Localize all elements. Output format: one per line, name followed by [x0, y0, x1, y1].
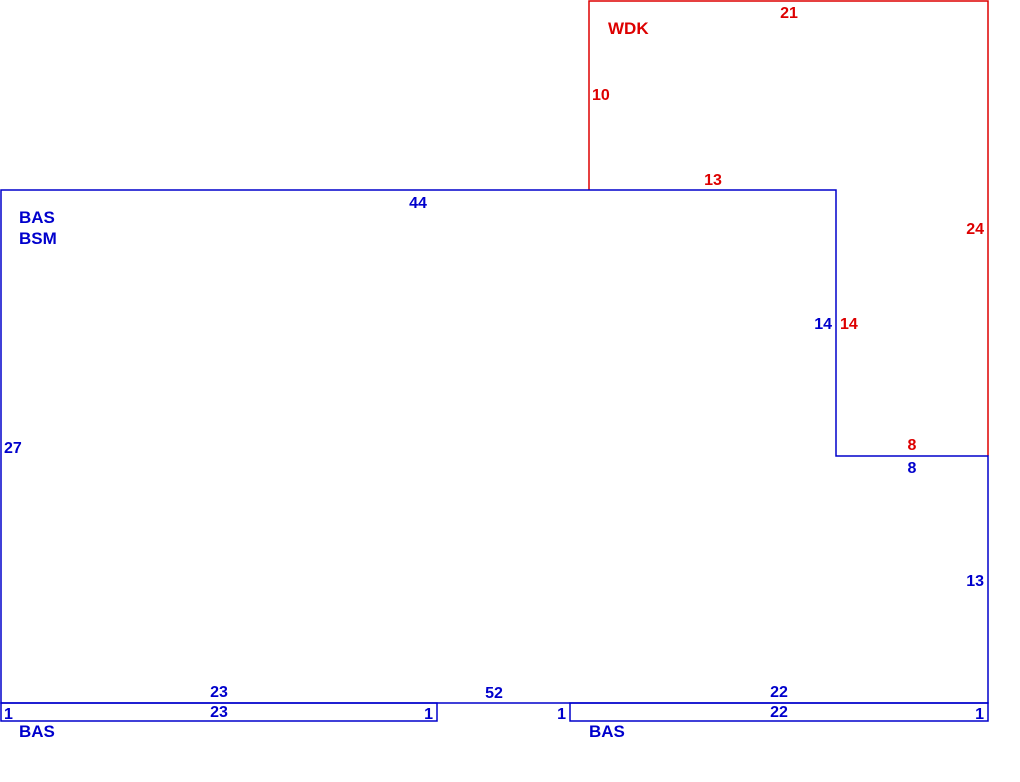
main-notch-dimension: 8: [908, 460, 917, 477]
right-strip-top-dimension: 22: [770, 704, 788, 721]
deck-outline: [588, 0, 989, 456]
deck-right-dimension: 24: [966, 221, 984, 238]
deck-inner-dimension: 14: [840, 316, 858, 333]
main-left-dimension: 27: [4, 440, 22, 457]
right-strip-area-label: BAS: [589, 722, 625, 741]
deck-top-dimension: 21: [780, 5, 798, 22]
main-bottom-right-dimension: 22: [770, 684, 788, 701]
left-strip-area-label: BAS: [19, 722, 55, 741]
main-area-label-1: BAS: [19, 208, 55, 227]
deck-lower-dimension: 8: [908, 437, 917, 454]
deck-area-label: WDK: [608, 19, 649, 38]
left-strip-outline: [0, 702, 438, 722]
main-top-dimension: 44: [409, 195, 427, 212]
right-strip-right-dimension: 1: [975, 706, 984, 723]
left-strip-right-dimension: 1: [424, 706, 433, 723]
main-right-upper-dimension: 14: [814, 316, 832, 333]
deck-left-dimension: 10: [592, 87, 610, 104]
main-bottom-total-dimension: 52: [485, 685, 503, 702]
main-right-lower-dimension: 13: [966, 573, 984, 590]
deck-bottom-dimension: 13: [704, 172, 722, 189]
main-outline: [0, 189, 989, 704]
left-strip-top-dimension: 23: [210, 704, 228, 721]
main-bottom-left-dimension: 23: [210, 684, 228, 701]
right-strip-left-dimension: 1: [557, 706, 566, 723]
left-strip-left-dimension: 1: [4, 706, 13, 723]
right-strip-outline: [569, 702, 989, 722]
main-area-label-2: BSM: [19, 229, 57, 248]
